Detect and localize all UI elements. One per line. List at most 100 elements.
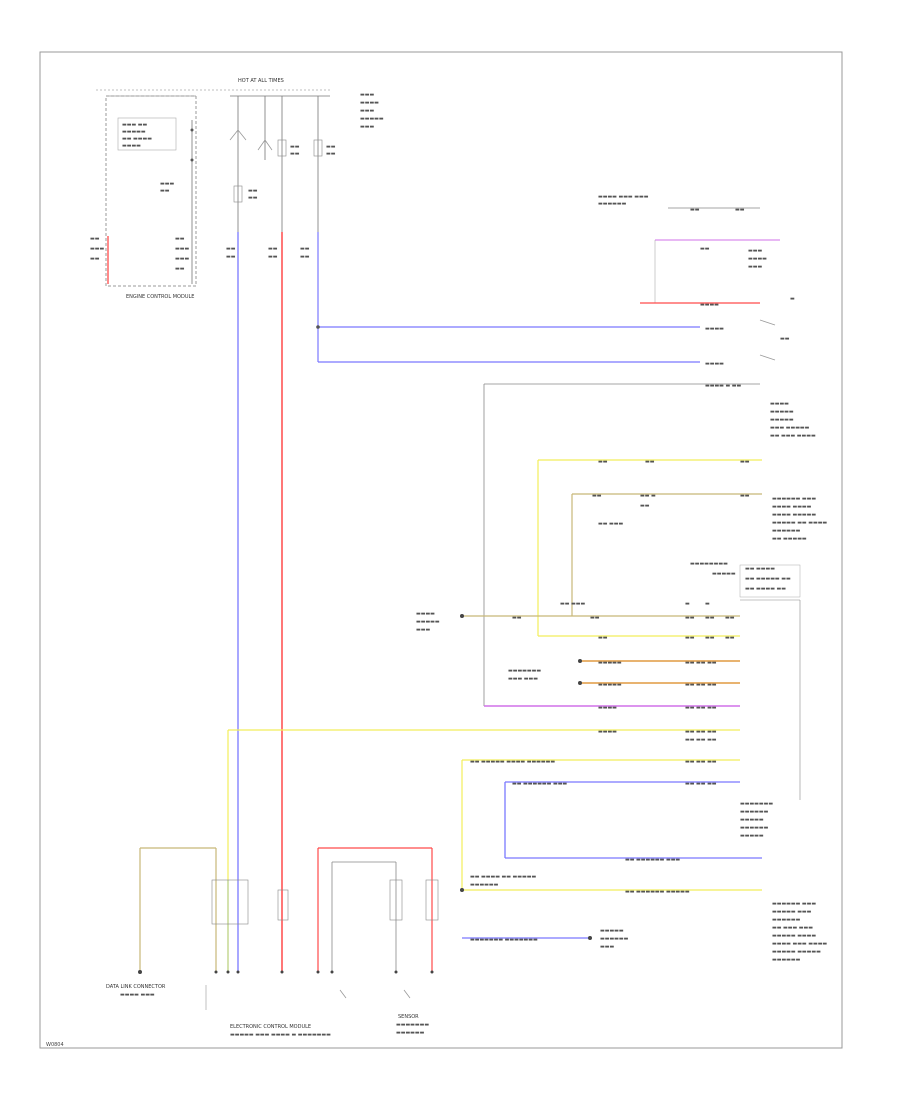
svg-text:▬▬: ▬▬ <box>685 635 695 641</box>
svg-text:▬▬▬▬▬: ▬▬▬▬▬ <box>598 682 622 688</box>
svg-text:▬▬▬▬▬▬: ▬▬▬▬▬▬ <box>600 936 629 942</box>
svg-text:▬▬▬▬▬: ▬▬▬▬▬ <box>712 571 736 577</box>
svg-text:▬▬ ▬▬▬ ▬▬▬: ▬▬ ▬▬▬ ▬▬▬ <box>772 925 813 931</box>
svg-text:▬▬▬▬: ▬▬▬▬ <box>700 302 719 308</box>
svg-text:▬▬ ▬: ▬▬ ▬ <box>640 493 656 499</box>
svg-text:▬▬▬▬: ▬▬▬▬ <box>705 361 724 367</box>
bottom-right-module: SENSOR ▬▬▬▬▬▬▬ ▬▬▬▬▬▬ <box>317 847 439 1036</box>
svg-text:▬▬▬: ▬▬▬ <box>360 108 374 114</box>
svg-text:▬▬▬: ▬▬▬ <box>600 944 614 950</box>
svg-text:▬▬: ▬▬ <box>592 493 602 499</box>
svg-text:▬▬ ▬▬▬ ▬▬▬▬: ▬▬ ▬▬▬ ▬▬▬▬ <box>770 433 816 439</box>
main-wires <box>237 232 700 972</box>
svg-text:▬▬▬▬▬▬: ▬▬▬▬▬▬ <box>740 825 769 831</box>
svg-text:▬▬▬: ▬▬▬ <box>416 627 430 633</box>
svg-text:▬▬: ▬▬ <box>725 635 735 641</box>
svg-text:▬▬▬▬▬ ▬▬▬▬: ▬▬▬▬▬ ▬▬▬▬ <box>772 933 816 939</box>
svg-text:▬▬▬▬ ▬ ▬▬: ▬▬▬▬ ▬ ▬▬ <box>705 383 742 389</box>
svg-text:▬▬▬: ▬▬▬ <box>360 92 374 98</box>
svg-text:▬▬: ▬▬ <box>268 246 278 252</box>
svg-text:▬▬ ▬▬▬▬ ▬▬: ▬▬ ▬▬▬▬ ▬▬ <box>745 586 786 592</box>
svg-text:▬▬: ▬▬ <box>300 254 310 260</box>
svg-text:▬▬▬: ▬▬▬ <box>175 246 189 252</box>
svg-text:▬▬▬▬▬▬: ▬▬▬▬▬▬ <box>740 809 769 815</box>
svg-text:▬▬ ▬▬▬▬▬▬ ▬▬▬▬▬: ▬▬ ▬▬▬▬▬▬ ▬▬▬▬▬ <box>625 889 690 895</box>
svg-text:▬▬: ▬▬ <box>700 246 710 252</box>
svg-text:▬▬▬▬▬: ▬▬▬▬▬ <box>416 619 440 625</box>
fuse-box: HOT AT ALL TIMES ▬▬ ▬▬ ▬▬ ▬▬ ▬▬ ▬▬ ▬▬▬ ▬… <box>96 78 384 260</box>
bottom-right-module-label: SENSOR <box>398 1014 419 1020</box>
svg-text:▬▬▬ ▬▬: ▬▬▬ ▬▬ <box>122 122 147 128</box>
svg-text:▬▬: ▬▬ <box>290 151 300 157</box>
svg-text:▬▬: ▬▬ <box>780 336 790 342</box>
svg-text:▬▬: ▬▬ <box>175 236 185 242</box>
svg-text:▬▬: ▬▬ <box>735 207 745 213</box>
svg-text:▬: ▬ <box>685 601 690 607</box>
top-left-module: ▬▬▬ ▬▬ ▬▬▬▬▬ ▬▬ ▬▬▬▬ ▬▬▬▬ ▬▬▬ ▬▬ ▬▬ ▬▬▬ … <box>90 95 197 300</box>
svg-text:▬▬ ▬▬ ▬▬: ▬▬ ▬▬ ▬▬ <box>685 759 717 765</box>
bottom-left-module: DATA LINK CONNECTOR ▬▬▬▬ ▬▬▬ <box>106 847 217 998</box>
svg-text:▬▬ ▬▬▬▬▬▬ ▬▬▬: ▬▬ ▬▬▬▬▬▬ ▬▬▬ <box>512 781 567 787</box>
svg-text:▬▬: ▬▬ <box>705 635 715 641</box>
svg-text:▬▬▬▬▬▬ ▬▬▬: ▬▬▬▬▬▬ ▬▬▬ <box>772 901 816 907</box>
svg-text:▬▬▬▬: ▬▬▬▬ <box>748 256 767 262</box>
svg-text:▬▬: ▬▬ <box>725 615 735 621</box>
svg-text:▬▬▬▬▬▬: ▬▬▬▬▬▬ <box>598 201 627 207</box>
svg-text:▬▬: ▬▬ <box>226 254 236 260</box>
fuse-box-label: HOT AT ALL TIMES <box>238 78 284 84</box>
svg-text:▬▬▬▬▬: ▬▬▬▬▬ <box>360 116 384 122</box>
svg-text:▬▬: ▬▬ <box>268 254 278 260</box>
svg-text:▬▬▬▬▬▬▬: ▬▬▬▬▬▬▬ <box>508 668 541 674</box>
svg-text:▬▬▬▬ ▬▬▬ ▬▬▬▬: ▬▬▬▬ ▬▬▬ ▬▬▬▬ <box>772 941 827 947</box>
svg-text:▬▬▬: ▬▬▬ <box>748 248 762 254</box>
svg-text:▬▬: ▬▬ <box>90 236 100 242</box>
svg-text:▬▬▬▬▬ ▬▬ ▬▬▬▬: ▬▬▬▬▬ ▬▬ ▬▬▬▬ <box>772 520 827 526</box>
svg-text:▬▬: ▬▬ <box>590 615 600 621</box>
svg-text:▬▬▬▬▬ ▬▬▬ ▬▬▬▬ ▬ ▬▬▬▬▬▬▬: ▬▬▬▬▬ ▬▬▬ ▬▬▬▬ ▬ ▬▬▬▬▬▬▬ <box>230 1032 331 1038</box>
bottom-center-module: ELECTRONIC CONTROL MODULE ▬▬▬▬▬ ▬▬▬ ▬▬▬▬… <box>205 879 331 1038</box>
lower-right-block: ▬▬▬▬ ▬▬ ▬▬ ▬▬ ▬▬ ▬▬ ▬▬ ▬▬ ▬▬▬▬▬ ▬▬▬▬ ▬▬▬… <box>227 729 827 972</box>
svg-text:▬▬: ▬▬ <box>290 144 300 150</box>
svg-text:▬▬: ▬▬ <box>326 151 336 157</box>
svg-text:▬▬: ▬▬ <box>300 246 310 252</box>
svg-text:▬▬▬▬ ▬▬▬ ▬▬▬: ▬▬▬▬ ▬▬▬ ▬▬▬ <box>598 194 649 200</box>
svg-text:▬▬ ▬▬ ▬▬: ▬▬ ▬▬ ▬▬ <box>685 660 717 666</box>
svg-text:▬▬▬: ▬▬▬ <box>360 124 374 130</box>
svg-text:▬▬: ▬▬ <box>226 246 236 252</box>
svg-text:▬▬ ▬▬ ▬▬: ▬▬ ▬▬ ▬▬ <box>685 682 717 688</box>
svg-text:▬▬▬▬▬: ▬▬▬▬▬ <box>770 409 794 415</box>
svg-text:▬▬: ▬▬ <box>248 188 258 194</box>
svg-text:▬▬: ▬▬ <box>248 195 258 201</box>
right-top-connectors: ▬▬▬▬ ▬▬▬ ▬▬▬ ▬▬▬▬▬▬ ▬▬ ▬▬ ▬▬ ▬▬▬ ▬▬▬▬ ▬▬… <box>598 194 795 367</box>
svg-text:▬▬▬▬▬▬▬▬: ▬▬▬▬▬▬▬▬ <box>690 561 728 567</box>
svg-text:▬▬ ▬▬▬: ▬▬ ▬▬▬ <box>560 601 585 607</box>
svg-text:▬▬ ▬▬▬▬: ▬▬ ▬▬▬▬ <box>122 136 152 142</box>
svg-text:▬▬: ▬▬ <box>740 493 750 499</box>
svg-text:▬▬: ▬▬ <box>640 503 650 509</box>
connector-stubs <box>214 970 434 974</box>
svg-text:▬: ▬ <box>705 601 710 607</box>
svg-text:▬▬: ▬▬ <box>326 144 336 150</box>
svg-text:▬▬▬▬▬▬: ▬▬▬▬▬▬ <box>470 882 499 888</box>
svg-text:▬▬▬▬▬▬: ▬▬▬▬▬▬ <box>396 1030 425 1036</box>
svg-text:▬▬ ▬▬▬▬ ▬▬ ▬▬▬▬▬: ▬▬ ▬▬▬▬ ▬▬ ▬▬▬▬▬ <box>470 874 536 880</box>
svg-text:▬▬ ▬▬ ▬▬: ▬▬ ▬▬ ▬▬ <box>685 781 717 787</box>
svg-text:▬▬: ▬▬ <box>598 459 608 465</box>
svg-text:▬▬▬: ▬▬▬ <box>90 246 104 252</box>
svg-text:▬▬ ▬▬ ▬▬: ▬▬ ▬▬ ▬▬ <box>685 705 717 711</box>
svg-text:▬▬▬▬: ▬▬▬▬ <box>122 143 141 149</box>
svg-text:▬▬: ▬▬ <box>690 207 700 213</box>
svg-text:▬▬: ▬▬ <box>512 615 522 621</box>
svg-text:▬▬▬▬▬: ▬▬▬▬▬ <box>740 817 764 823</box>
svg-text:▬▬ ▬▬▬▬: ▬▬ ▬▬▬▬ <box>745 566 775 572</box>
svg-text:▬▬▬▬ ▬▬▬: ▬▬▬▬ ▬▬▬ <box>120 992 155 998</box>
svg-text:▬▬▬: ▬▬▬ <box>748 264 762 270</box>
svg-text:▬▬▬▬: ▬▬▬▬ <box>416 611 435 617</box>
bottom-center-module-label: ELECTRONIC CONTROL MODULE <box>230 1024 311 1030</box>
svg-text:▬▬▬▬▬ ▬▬▬▬▬: ▬▬▬▬▬ ▬▬▬▬▬ <box>772 949 821 955</box>
svg-text:▬▬ ▬▬▬▬▬▬ ▬▬▬: ▬▬ ▬▬▬▬▬▬ ▬▬▬ <box>625 857 680 863</box>
svg-text:▬▬▬▬▬▬: ▬▬▬▬▬▬ <box>772 917 801 923</box>
middle-right-block: ▬▬▬▬ ▬ ▬▬ ▬▬▬▬ ▬▬▬▬▬ ▬▬▬▬▬ ▬▬▬ ▬▬▬▬▬ ▬▬ … <box>416 383 827 800</box>
svg-text:▬▬: ▬▬ <box>598 635 608 641</box>
svg-text:▬▬: ▬▬ <box>740 459 750 465</box>
